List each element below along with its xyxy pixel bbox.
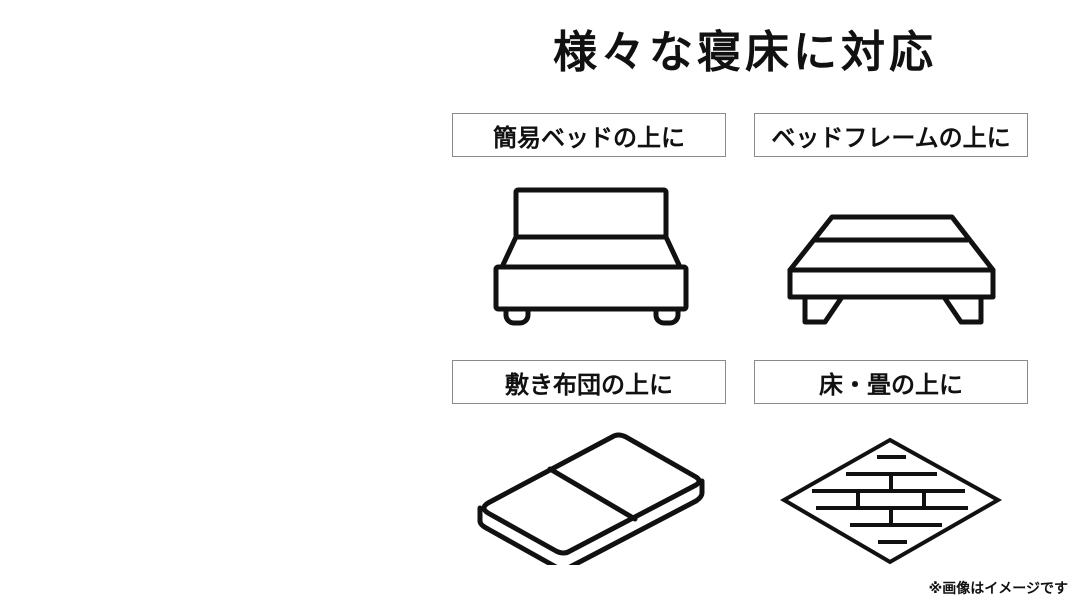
futon-icon — [477, 432, 705, 565]
label-futon: 敷き布団の上に — [452, 360, 726, 404]
image-disclaimer-note: ※画像はイメージです — [928, 581, 1068, 597]
label-text: ベッドフレームの上に — [771, 123, 1011, 152]
page-title: 様々な寝床に対応 — [553, 27, 937, 78]
label-floor-tatami: 床・畳の上に — [754, 360, 1028, 404]
label-text: 敷き布団の上に — [505, 370, 673, 399]
label-bed-frame: ベッドフレームの上に — [754, 113, 1028, 157]
bed-frame-icon — [787, 214, 996, 325]
floor-tatami-icon — [779, 437, 1003, 565]
label-text: 簡易ベッドの上に — [493, 123, 685, 152]
label-simple-bed: 簡易ベッドの上に — [452, 113, 726, 157]
label-text: 床・畳の上に — [819, 370, 963, 399]
simple-bed-icon — [493, 187, 689, 326]
